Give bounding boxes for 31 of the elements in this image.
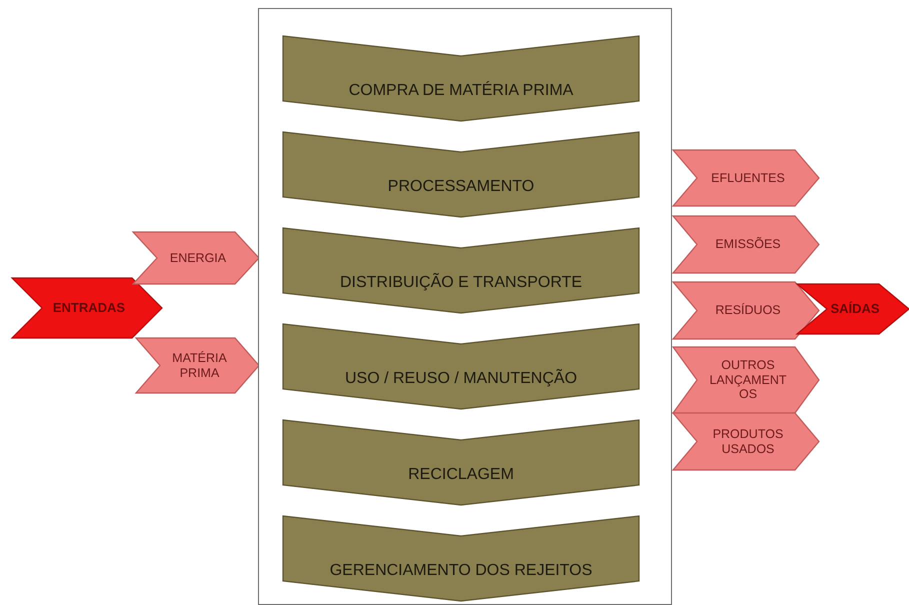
arrow-shape: [673, 347, 819, 413]
chevron-step: [283, 420, 639, 505]
node-label: OUTROS LANÇAMENTOS: [708, 358, 788, 402]
node-label: EMISSÕES: [715, 237, 781, 252]
arrow-shape: [673, 413, 819, 470]
chevron-step: [283, 324, 639, 409]
arrow-shape: [797, 284, 909, 334]
arrow-shape: [133, 232, 259, 284]
node-label: DISTRIBUIÇÃO E TRANSPORTE: [340, 274, 582, 292]
chevron-step: [283, 516, 639, 601]
arrow-shape: [136, 338, 259, 393]
node-label: MATÉRIA PRIMA: [171, 351, 228, 380]
node-label: ENERGIA: [170, 250, 226, 266]
chevron-step: [283, 132, 639, 217]
node-label: EFLUENTES: [711, 170, 785, 186]
node-label: RESÍDUOS: [715, 303, 781, 318]
arrow-shape: [12, 278, 162, 338]
chevron-step: [283, 228, 639, 313]
node-label: ENTRADAS: [52, 300, 126, 316]
chevron-step: [283, 36, 639, 121]
arrow-shape: [673, 216, 819, 273]
node-label: COMPRA DE MATÉRIA PRIMA: [348, 82, 574, 100]
node-label: SAÍDAS: [830, 302, 880, 316]
arrow-shape: [673, 282, 819, 339]
node-label: PRODUTOS USADOS: [712, 427, 784, 456]
node-label: RECICLAGEM: [408, 466, 514, 484]
arrow-shape: [673, 150, 819, 206]
node-label: PROCESSAMENTO: [388, 178, 534, 196]
node-label: USO / REUSO / MANUTENÇÃO: [344, 370, 578, 388]
node-label: GERENCIAMENTO DOS REJEITOS: [330, 562, 592, 580]
frame-box: [258, 8, 672, 605]
